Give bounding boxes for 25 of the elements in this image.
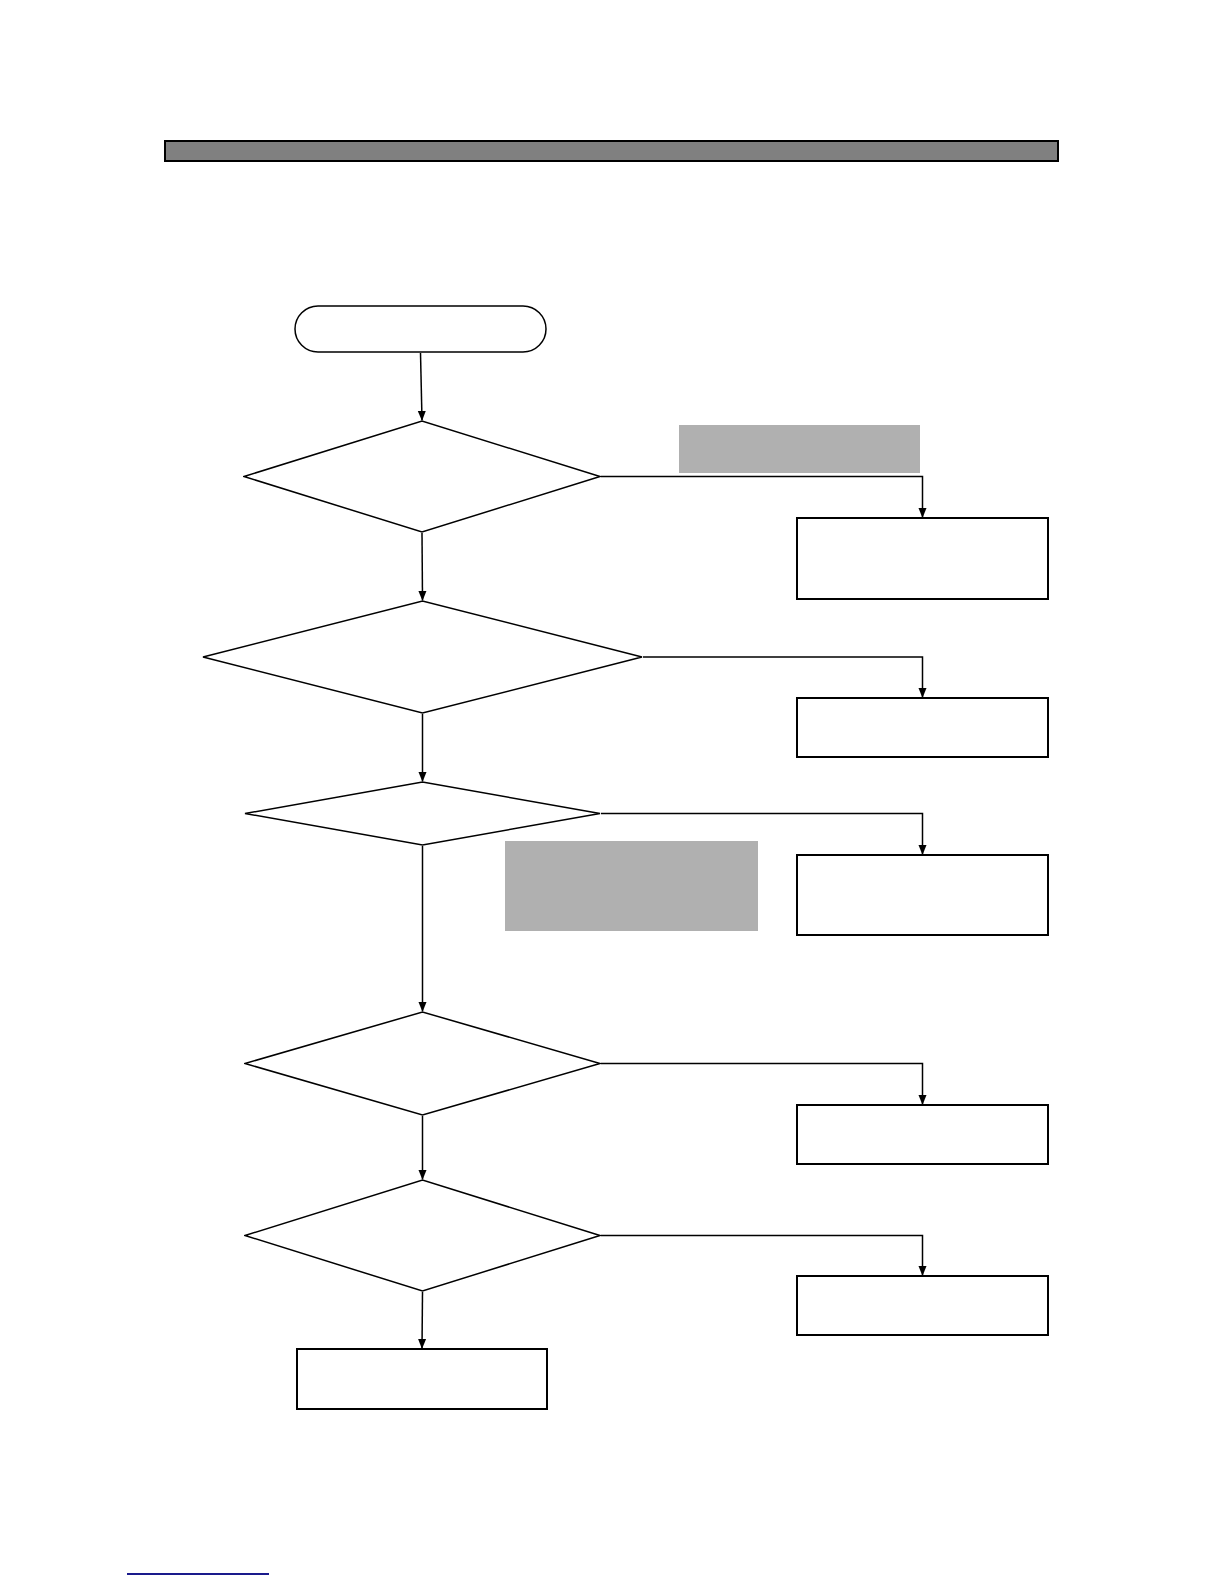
decision-diamond (244, 781, 601, 846)
process-box (796, 697, 1049, 758)
decision-diamond (243, 420, 601, 533)
arrow (600, 1234, 927, 1276)
arrow (642, 656, 927, 698)
start-terminal (294, 305, 547, 353)
arrow (418, 845, 427, 1012)
decision-diamond (244, 1011, 601, 1116)
arrow (417, 352, 426, 421)
arrow (418, 1291, 427, 1349)
arrow (600, 812, 927, 855)
process-box (796, 1275, 1049, 1336)
decision-diamond (244, 1179, 601, 1292)
shaded-block (505, 841, 758, 931)
process-box (796, 517, 1049, 600)
process-box (796, 1104, 1049, 1165)
shaded-block (679, 425, 920, 473)
arrow (418, 1115, 427, 1180)
arrow (418, 713, 427, 782)
arrow (600, 475, 927, 518)
process-box (796, 854, 1049, 936)
process-box (296, 1348, 548, 1410)
arrow (418, 532, 427, 601)
decision-diamond (202, 600, 643, 714)
arrow (600, 1062, 927, 1105)
